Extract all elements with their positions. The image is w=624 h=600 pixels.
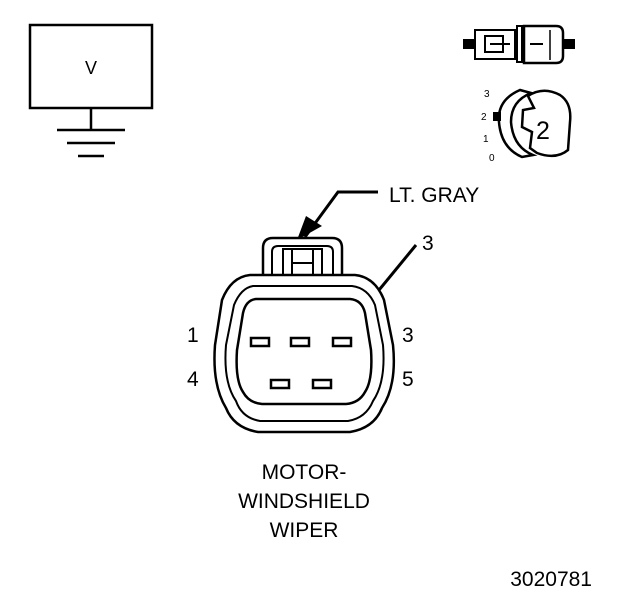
terminal-callout-label: 3 [422,232,434,255]
terminal-pin-5 [311,378,333,390]
component-name-line-3: WIPER [270,519,339,542]
position-selector-icon: 3 2 1 0 2 [481,88,572,164]
wire-color-callout: LT. GRAY [297,184,479,240]
position-value: 2 [536,117,550,145]
terminal-pin-2 [289,336,311,348]
position-tick-2: 2 [481,112,487,123]
pin-label-5: 5 [402,368,414,391]
voltmeter-label: V [85,58,97,78]
connector-cavity [235,297,373,406]
wire-color-label: LT. GRAY [389,184,479,207]
wire-color-arrowhead [297,216,322,240]
pin-label-3: 3 [402,324,414,347]
figure-number: 3020781 [510,568,592,591]
terminal-pin-1 [249,336,271,348]
voltmeter-symbol: V [28,23,154,158]
pin-label-1: 1 [187,324,199,347]
terminal-pin-4 [269,378,291,390]
position-tick-0: 0 [489,153,495,164]
connector-side-view-icon [463,24,575,65]
component-name-line-2: WINDSHIELD [238,490,370,513]
pin-label-4: 4 [187,368,199,391]
position-tick-1: 1 [483,134,489,145]
terminal-pin-3 [331,336,353,348]
position-tick-3: 3 [484,89,490,100]
component-name-line-1: MOTOR- [262,461,347,484]
connector-face [213,236,396,434]
ground-icon [57,128,125,158]
